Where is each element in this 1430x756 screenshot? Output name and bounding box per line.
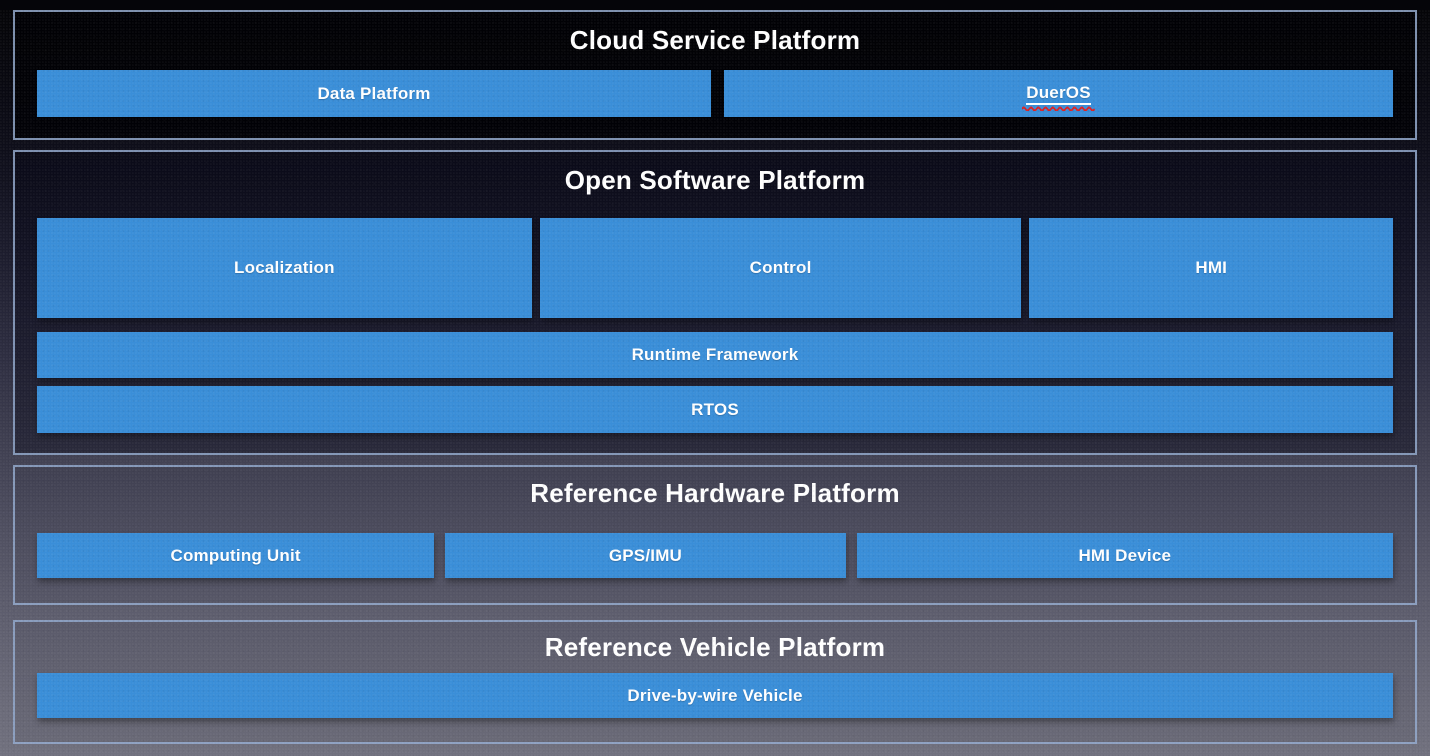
rtos-row: RTOS — [37, 386, 1393, 433]
section-open-software-platform: Open Software Platform Localization Cont… — [13, 150, 1417, 455]
section-title-vehicle: Reference Vehicle Platform — [544, 632, 886, 662]
box-label: DuerOS — [1026, 82, 1091, 102]
box-hmi-device: HMI Device — [856, 533, 1393, 578]
box-gps-imu: GPS/IMU — [445, 533, 846, 578]
section-cloud-service-platform: Cloud Service Platform Data Platform Due… — [13, 10, 1417, 140]
box-drive-by-wire-vehicle: Drive-by-wire Vehicle — [37, 673, 1393, 718]
box-computing-unit: Computing Unit — [37, 533, 435, 578]
section-reference-hardware-platform: Reference Hardware Platform Computing Un… — [13, 465, 1417, 605]
box-dueros: DuerOS — [724, 70, 1393, 117]
box-localization: Localization — [37, 218, 532, 318]
runtime-framework-row: Runtime Framework — [37, 332, 1393, 378]
box-control: Control — [539, 218, 1022, 318]
cloud-boxes-row: Data Platform DuerOS — [37, 70, 1393, 117]
spellcheck-squiggle-icon — [1022, 105, 1095, 111]
box-label: Runtime Framework — [631, 345, 799, 364]
box-label: Control — [749, 258, 812, 277]
software-modules-row: Localization Control HMI — [37, 218, 1393, 318]
vehicle-boxes-row: Drive-by-wire Vehicle — [37, 673, 1393, 718]
box-label: Computing Unit — [170, 545, 301, 565]
box-rtos: RTOS — [37, 386, 1393, 433]
box-data-platform: Data Platform — [37, 70, 711, 117]
section-title-cloud: Cloud Service Platform — [569, 25, 861, 55]
box-label: RTOS — [691, 399, 739, 419]
hardware-boxes-row: Computing Unit GPS/IMU HMI Device — [37, 533, 1393, 578]
box-label: GPS/IMU — [608, 545, 683, 565]
box-label: Localization — [234, 258, 335, 277]
box-label: HMI Device — [1078, 545, 1172, 565]
section-title-software: Open Software Platform — [564, 165, 866, 195]
section-reference-vehicle-platform: Reference Vehicle Platform Drive-by-wire… — [13, 620, 1417, 744]
box-label: Data Platform — [317, 83, 431, 103]
box-label: Drive-by-wire Vehicle — [627, 685, 803, 705]
section-title-hardware: Reference Hardware Platform — [530, 478, 900, 508]
architecture-diagram: Cloud Service Platform Data Platform Due… — [0, 10, 1430, 756]
box-hmi: HMI — [1029, 218, 1393, 318]
box-label: HMI — [1195, 258, 1228, 277]
box-runtime-framework: Runtime Framework — [37, 332, 1393, 378]
dueros-link[interactable]: DuerOS — [1022, 82, 1095, 111]
